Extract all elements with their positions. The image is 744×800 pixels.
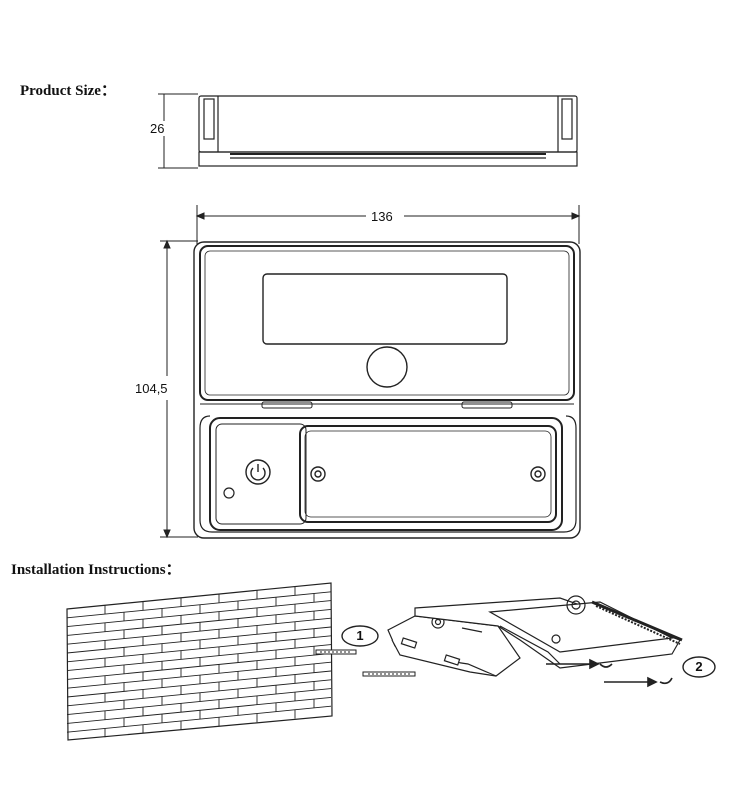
front-view bbox=[193, 241, 581, 539]
side-view bbox=[198, 95, 578, 167]
install-arrows bbox=[546, 658, 673, 688]
height-dimension: 26 bbox=[148, 121, 167, 136]
brick-course bbox=[66, 644, 332, 672]
brick-course bbox=[66, 617, 332, 645]
installation-heading: Installation Instructions： bbox=[11, 562, 181, 578]
brick-course bbox=[66, 652, 332, 680]
brick-course bbox=[66, 591, 332, 619]
brick-course bbox=[66, 679, 332, 707]
product-size-heading: Product Size： bbox=[20, 83, 116, 99]
depth-dimension-line bbox=[160, 239, 198, 539]
brick-course bbox=[66, 608, 332, 636]
brick-course bbox=[66, 635, 332, 663]
width-dimension: 136 bbox=[369, 209, 395, 224]
depth-dimension: 104,5 bbox=[133, 381, 170, 396]
light-unit bbox=[414, 595, 683, 669]
brick-course bbox=[66, 705, 332, 733]
brick-course bbox=[66, 626, 332, 654]
indicator-light-icon bbox=[223, 487, 235, 499]
brick-course bbox=[66, 696, 332, 724]
brick-course bbox=[66, 661, 332, 689]
brick-course bbox=[66, 688, 332, 716]
step-1-circle bbox=[341, 625, 379, 647]
width-dimension-line bbox=[195, 205, 581, 244]
brick-wall bbox=[66, 582, 333, 741]
step-2-circle bbox=[682, 656, 716, 678]
step-1-label: 1 bbox=[356, 628, 364, 643]
wall-screws bbox=[315, 649, 416, 677]
power-button-icon bbox=[245, 459, 271, 485]
brick-course bbox=[66, 600, 332, 628]
brick-course bbox=[66, 670, 332, 698]
step-2-label: 2 bbox=[695, 659, 703, 674]
